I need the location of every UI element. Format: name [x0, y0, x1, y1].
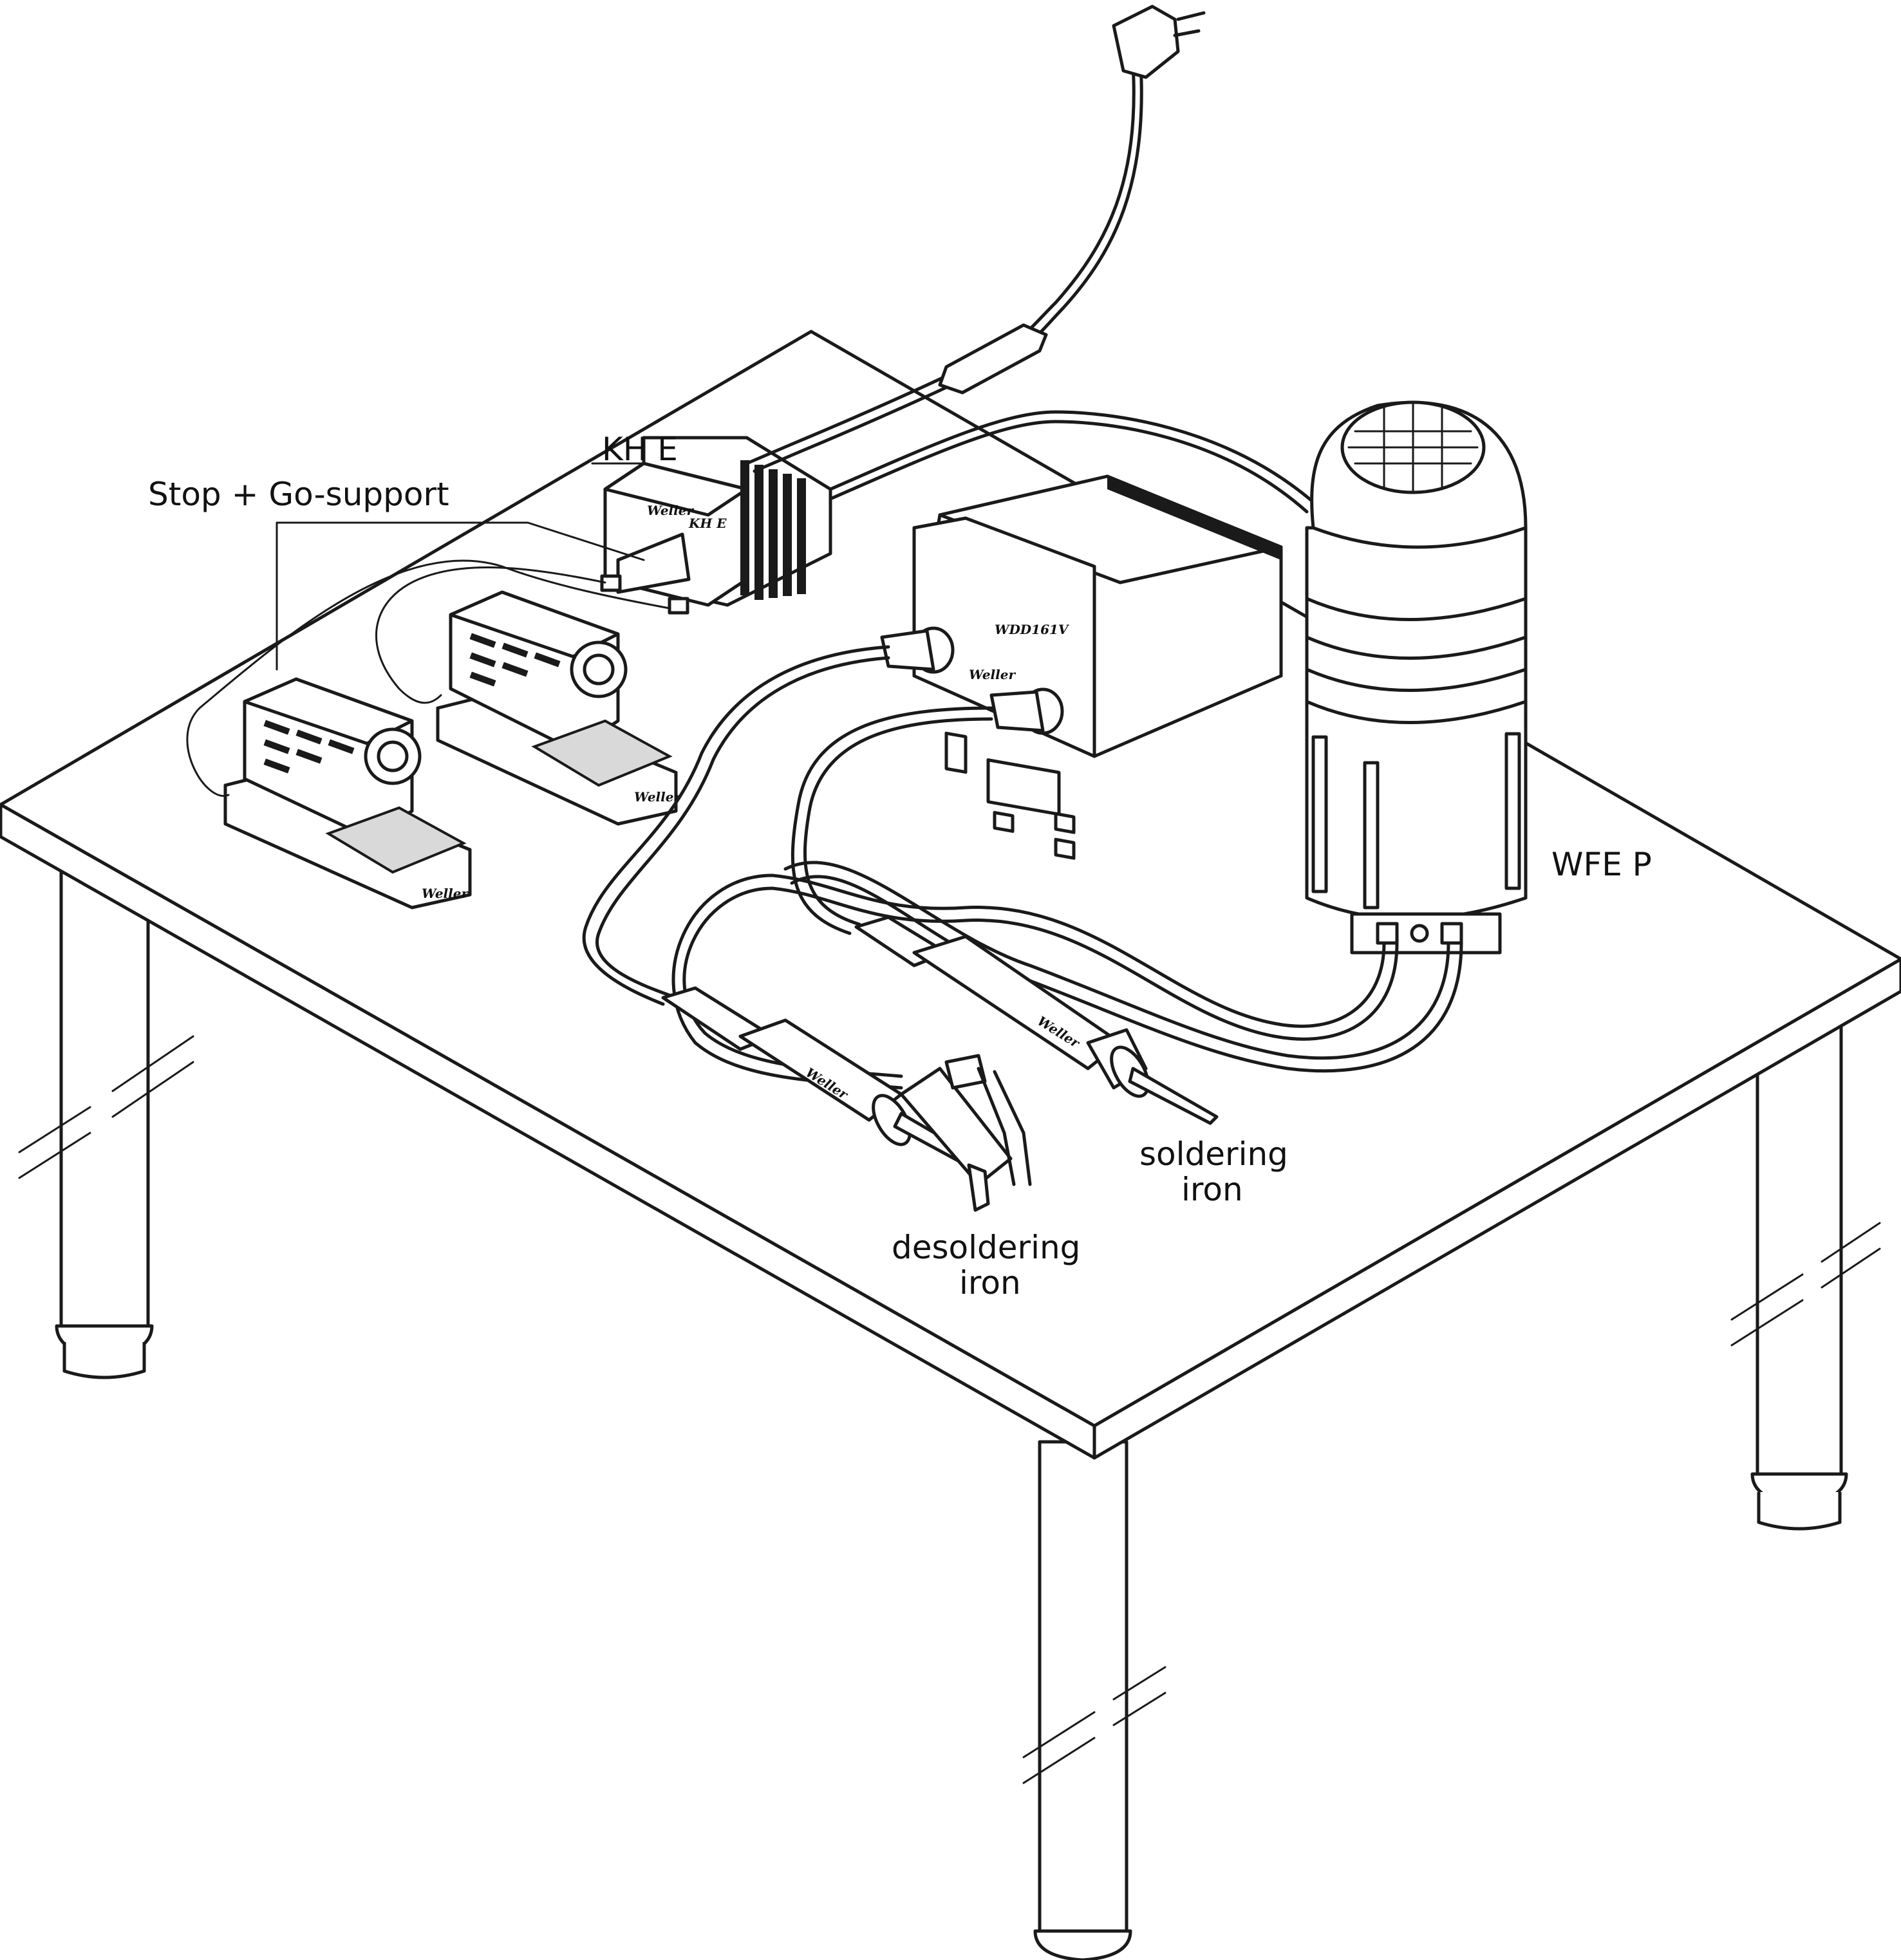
table-leg-front-right [1022, 1440, 1166, 1960]
transformer-jack-right [668, 597, 689, 615]
station-button-up [1054, 812, 1076, 834]
support-wires [186, 559, 671, 797]
label-desoldering-iron-line2: iron [959, 1264, 1021, 1302]
extractor-inlet-middle [1410, 924, 1429, 943]
soldering-iron: Weller [854, 915, 1219, 1125]
label-wfe-p: WFE P [1551, 846, 1652, 883]
station-connector-lower [989, 687, 1064, 735]
label-soldering-iron-line1: soldering [1139, 1135, 1288, 1173]
table-leg-back-right [1730, 1002, 1881, 1531]
soldering-iron-tip [1128, 1067, 1219, 1125]
label-desoldering-iron-line1: desoldering [892, 1229, 1080, 1266]
weller-logo-support-front: Weller [422, 886, 469, 901]
table-leg-front-left [18, 835, 194, 1379]
weller-logo-transformer: Weller [647, 503, 694, 518]
station-button-down [1054, 837, 1076, 860]
weller-logo-support-back: Weller [634, 789, 681, 805]
label-stop-go-support: Stop + Go-support [148, 476, 449, 513]
callout-leaders [276, 462, 645, 671]
power-switch [944, 731, 968, 774]
desoldering-hoses [582, 645, 1463, 1090]
power-cord [790, 5, 1206, 454]
leader-stop-go [276, 521, 645, 671]
label-kh-e: KH E [602, 431, 678, 468]
wfe-p-fume-extractor [1305, 400, 1528, 955]
station-button-left [993, 810, 1015, 833]
kh-e-transformer: Weller KH E [600, 436, 832, 615]
desoldering-iron-nozzle [967, 1163, 990, 1212]
soldering-station: WDD161V Weller [829, 410, 1315, 860]
extractor-inlet-left [1376, 922, 1399, 945]
station-model-plate: WDD161V [995, 622, 1070, 637]
label-soldering-iron-line2: iron [1181, 1171, 1243, 1208]
transformer-jack-left [600, 574, 622, 592]
extractor-grille [1340, 400, 1486, 494]
desoldering-iron-heat-shield [872, 1094, 912, 1146]
stop-go-support-back: Weller [436, 590, 681, 826]
kh-e-nameplate: KH E [688, 516, 727, 531]
weller-logo-station: Weller [969, 667, 1016, 682]
temperature-display [986, 758, 1061, 816]
station-connector-upper [880, 626, 955, 674]
desoldering-iron: Weller [661, 986, 1032, 1212]
extractor-inlet-right [1440, 922, 1463, 945]
stop-go-support-front: Weller [223, 677, 472, 910]
power-plug [1112, 5, 1206, 79]
